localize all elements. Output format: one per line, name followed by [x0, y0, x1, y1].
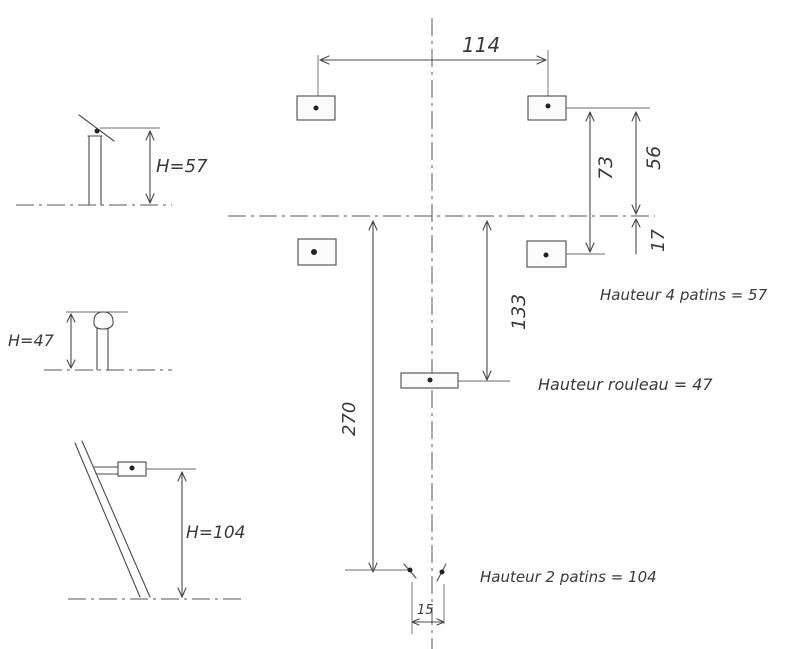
note-pads-4: Hauteur 4 patins = 57: [600, 286, 768, 304]
note-pads-2: Hauteur 2 patins = 104: [480, 568, 657, 586]
pad-front-right-center: [545, 103, 551, 109]
note-roller: Hauteur rouleau = 47: [538, 375, 713, 394]
label-h104: H=104: [186, 523, 245, 543]
dimension-17: 17: [631, 218, 669, 255]
label-15: 15: [417, 603, 434, 618]
label-17: 17: [648, 229, 669, 252]
pad-middle-left-center: [311, 249, 317, 255]
side-view-pads-2: H=104: [68, 440, 245, 600]
pad-middle-right-center: [543, 252, 549, 258]
label-114: 114: [462, 33, 500, 57]
label-73: 73: [595, 156, 617, 180]
label-h57: H=57: [156, 156, 208, 177]
dimension-73: 73: [585, 111, 617, 253]
label-h47: H=47: [8, 331, 55, 350]
dimension-15: 15: [411, 582, 445, 634]
label-270: 270: [339, 402, 360, 436]
label-56: 56: [643, 146, 665, 170]
dimension-56: 56: [631, 111, 665, 215]
dimension-133: 133: [458, 220, 530, 382]
pad-front-left-center: [313, 105, 319, 111]
label-133: 133: [508, 294, 530, 330]
dimension-114: 114: [317, 33, 549, 104]
side-view-roller: H=47: [8, 311, 172, 371]
dimension-270: 270: [339, 220, 412, 573]
roller-center: [427, 377, 433, 383]
side-view-pads-4: H=57: [16, 114, 208, 206]
